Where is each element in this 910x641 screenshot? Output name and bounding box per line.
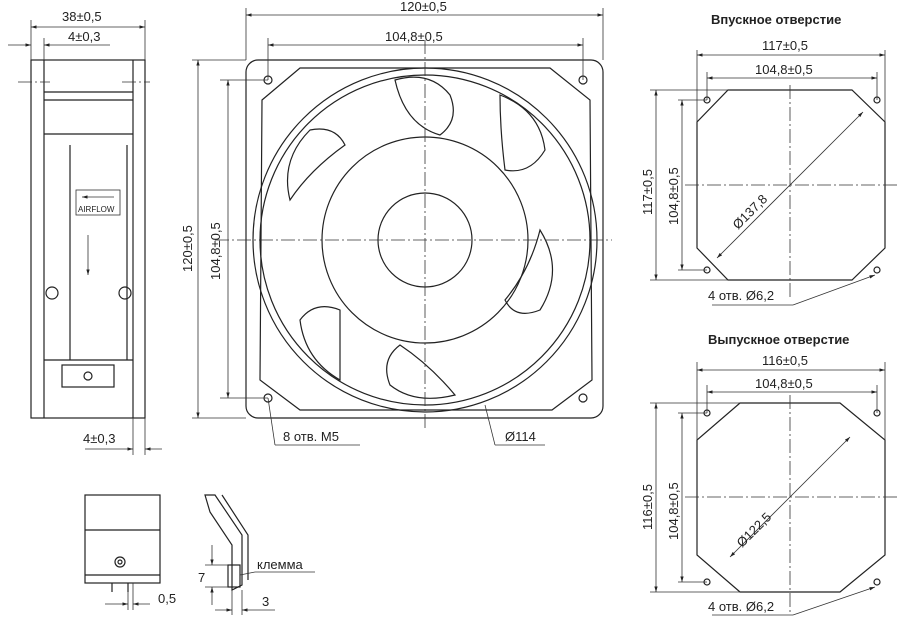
front-view: 120±0,5 104,8±0,5 120±0,5 104,8±0,5 8 от… (180, 0, 612, 446)
front-width-dim: 120±0,5 (400, 0, 447, 14)
inlet-hole-spacing-v-dim: 104,8±0,5 (666, 167, 681, 225)
inlet-holes-label: 4 отв. Ø6,2 (708, 288, 774, 303)
outlet-view: Выпускное отверстие Ø122,5 116±0,5 104,8… (640, 332, 900, 616)
terminal-gap-dim: 0,5 (158, 591, 176, 606)
terminal-details: 0,5 клемма 7 3 (84, 494, 315, 615)
front-diameter-label: Ø114 (505, 429, 536, 444)
outlet-holes (703, 409, 881, 586)
terminal-label: клемма (257, 557, 304, 572)
outlet-diagonal-label: Ø122,5 (734, 509, 775, 550)
mounting-holes (263, 75, 588, 403)
inlet-view: Впускное отверстие Ø137,8 117±0,5 104,8±… (640, 12, 900, 306)
side-flange-top-dim: 4±0,3 (68, 29, 100, 44)
front-hole-spacing-h-dim: 104,8±0,5 (385, 29, 443, 44)
front-height-dim: 120±0,5 (180, 225, 195, 272)
front-hole-spacing-v-dim: 104,8±0,5 (208, 222, 223, 280)
airflow-label: AIRFLOW (78, 205, 115, 214)
outlet-hole-spacing-h-dim: 104,8±0,5 (755, 376, 813, 391)
outlet-holes-label: 4 отв. Ø6,2 (708, 599, 774, 614)
side-flange-bottom-dim: 4±0,3 (83, 431, 115, 446)
terminal-width-dim: 3 (262, 594, 269, 609)
outlet-title: Выпускное отверстие (708, 332, 849, 347)
inlet-title: Впускное отверстие (711, 12, 841, 27)
outlet-height-dim: 116±0,5 (640, 484, 655, 530)
outlet-hole-spacing-v-dim: 104,8±0,5 (666, 482, 681, 540)
outlet-width-dim: 116±0,5 (762, 353, 808, 368)
side-view: AIRFLOW 38±0,5 4±0,3 4±0,3 (8, 9, 162, 455)
terminal-height-dim: 7 (198, 570, 205, 585)
inlet-height-dim: 117±0,5 (640, 169, 655, 215)
side-width-dim: 38±0,5 (62, 9, 102, 24)
inlet-width-dim: 117±0,5 (762, 38, 808, 53)
inlet-hole-spacing-h-dim: 104,8±0,5 (755, 62, 813, 77)
front-holes-label: 8 отв. M5 (283, 429, 339, 444)
inlet-diagonal-label: Ø137,8 (730, 191, 771, 232)
